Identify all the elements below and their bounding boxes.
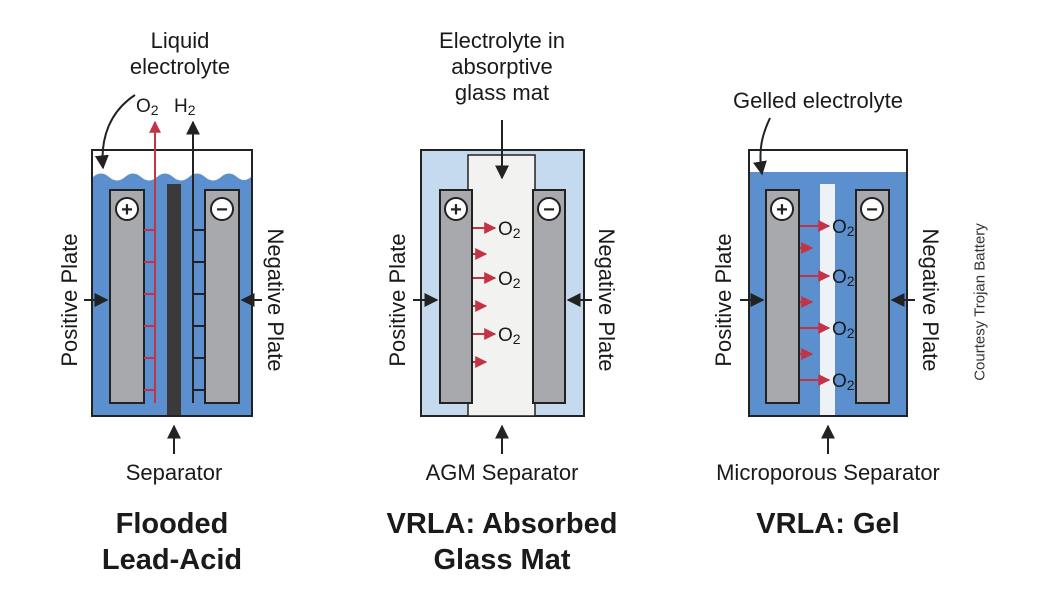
- gel-positive-plate: [765, 189, 800, 404]
- agm-negative-plate-label: Negative Plate: [594, 228, 619, 372]
- flooded-h2-path: [186, 120, 205, 403]
- gel-plus-symbol: [770, 197, 794, 221]
- flooded-minus-symbol: [210, 197, 234, 221]
- gel-o2-label-4: O2: [832, 371, 855, 393]
- svg-text:−: −: [216, 199, 228, 221]
- flooded-o2-path: [144, 120, 161, 403]
- gel-negative-plate-label: Negative Plate: [918, 228, 943, 372]
- agm-separator-label: AGM Separator: [425, 460, 579, 485]
- flooded-separator-label: Separator: [125, 460, 223, 485]
- gel-positive-plate-label: Positive Plate: [711, 233, 736, 367]
- gel-o2-arrows: [800, 220, 831, 386]
- agm-o2-label-1: O2: [498, 219, 521, 241]
- gel-minus-symbol: [860, 197, 884, 221]
- gel-panel: + − O2 O2 O2 O2: [740, 117, 915, 454]
- flooded-panel: + − O2 H2: [84, 94, 262, 454]
- gel-negative-plate: [855, 189, 890, 404]
- flooded-negative-plate-label: Negative Plate: [263, 228, 288, 372]
- agm-o2-label-2: O2: [498, 269, 521, 291]
- flooded-positive-plate: [109, 189, 145, 404]
- agm-o2-arrows: [473, 222, 497, 368]
- flooded-electrolyte-arrow: [94, 94, 136, 170]
- flooded-separator: [167, 184, 181, 415]
- svg-text:+: +: [776, 199, 788, 221]
- agm-panel: + − O2 O2 O2: [413, 120, 592, 454]
- gel-separator-label: Microporous Separator: [716, 460, 940, 485]
- flooded-negative-plate: [204, 189, 240, 404]
- agm-negative-plate: [532, 189, 566, 404]
- svg-text:−: −: [543, 199, 555, 221]
- gel-o2-label-2: O2: [832, 267, 855, 289]
- gel-top-label: Gelled electrolyte: [733, 88, 903, 113]
- credit-text: Courtesy Trojan Battery: [971, 223, 989, 381]
- agm-positive-plate: [439, 189, 473, 404]
- svg-text:+: +: [121, 199, 133, 221]
- agm-positive-plate-label: Positive Plate: [385, 233, 410, 367]
- gel-o2-label-1: O2: [832, 217, 855, 239]
- gel-separator: [820, 184, 835, 415]
- gel-electrolyte-arrow: [753, 117, 771, 176]
- flooded-plus-symbol: [115, 197, 139, 221]
- agm-glass-mat: [467, 154, 536, 417]
- svg-text:+: +: [450, 199, 462, 221]
- agm-plus-symbol: [444, 197, 468, 221]
- flooded-h2-label: H2: [174, 96, 196, 118]
- agm-top-label: Electrolyte in absorptive glass mat: [439, 28, 565, 105]
- agm-minus-symbol: [537, 197, 561, 221]
- svg-text:−: −: [866, 199, 878, 221]
- gel-title: VRLA: Gel: [756, 508, 900, 540]
- flooded-positive-plate-label: Positive Plate: [57, 233, 82, 367]
- agm-title: VRLA: Absorbed Glass Mat: [386, 508, 618, 577]
- agm-o2-label-3: O2: [498, 325, 521, 347]
- flooded-title: Flooded Lead-Acid: [101, 508, 243, 577]
- gel-o2-label-3: O2: [832, 319, 855, 341]
- flooded-top-label: Liquid electrolyte: [129, 28, 231, 79]
- flooded-o2-label: O2: [136, 96, 159, 118]
